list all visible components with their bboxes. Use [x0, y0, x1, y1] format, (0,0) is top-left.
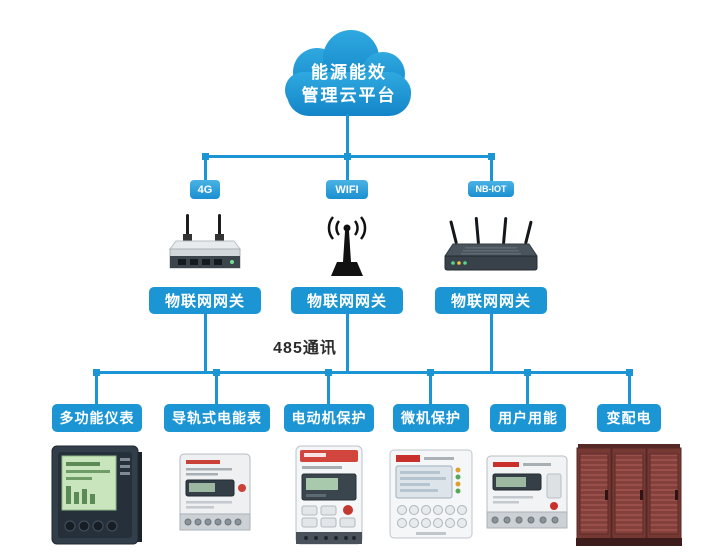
user-energy-meter-icon — [481, 452, 575, 547]
connector-drop-1 — [95, 374, 98, 405]
cloud-title-line1: 能源能效 — [311, 63, 387, 82]
multifunction-meter-icon — [50, 444, 144, 551]
connector-drop-5 — [526, 374, 529, 405]
connector-gateway2-bus — [345, 314, 349, 372]
microcomputer-protection-icon — [388, 448, 474, 545]
junction-dot — [93, 369, 100, 376]
terminal-label-din-rail-meter: 导轨式电能表 — [164, 404, 270, 432]
connector-drop-3 — [327, 374, 330, 405]
connector-cloud-down — [345, 114, 349, 157]
junction-dot — [201, 153, 209, 160]
badge-4g: 4G — [190, 180, 220, 199]
junction-dot — [427, 369, 434, 376]
gateway-label-3: 物联网网关 — [435, 287, 547, 314]
cloud-title-line2: 管理云平台 — [301, 86, 397, 105]
bus-485-label: 485通讯 — [273, 340, 337, 357]
connector-drop-4 — [429, 374, 432, 405]
terminal-label-micro-protection: 微机保护 — [393, 404, 469, 432]
motor-protection-icon — [290, 444, 368, 553]
badge-wifi: WIFI — [326, 180, 368, 199]
junction-dot — [487, 153, 495, 160]
connector-to-4g — [203, 157, 207, 181]
junction-dot — [524, 369, 531, 376]
connector-drop-2 — [215, 374, 218, 405]
power-distribution-cabinet-icon — [576, 444, 682, 551]
connector-gateway3-bus — [489, 314, 493, 372]
connector-to-wifi — [345, 157, 349, 181]
terminal-label-multifunction-meter: 多功能仪表 — [52, 404, 142, 432]
gateway-label-1: 物联网网关 — [149, 287, 261, 314]
junction-dot — [325, 369, 332, 376]
nb-iot-router-icon — [443, 214, 539, 287]
badge-nb-iot: NB-IOT — [468, 181, 514, 197]
connector-to-nbiot — [489, 157, 493, 181]
connector-drop-6 — [627, 374, 631, 405]
4g-router-icon — [166, 212, 244, 289]
junction-dot — [625, 369, 633, 376]
terminal-label-motor-protection: 电动机保护 — [284, 404, 374, 432]
connector-gateway1-bus — [203, 314, 207, 372]
wifi-antenna-icon — [321, 216, 373, 285]
junction-dot — [343, 153, 351, 160]
gateway-label-2: 物联网网关 — [291, 287, 403, 314]
terminal-label-user-energy: 用户用能 — [490, 404, 566, 432]
terminal-label-distribution: 变配电 — [597, 404, 661, 432]
connector-485-bus — [95, 371, 631, 374]
cloud-platform: 能源能效 管理云平台 — [279, 26, 419, 122]
junction-dot — [213, 369, 220, 376]
din-rail-energy-meter-icon — [168, 452, 262, 547]
cloud-icon — [285, 30, 411, 116]
